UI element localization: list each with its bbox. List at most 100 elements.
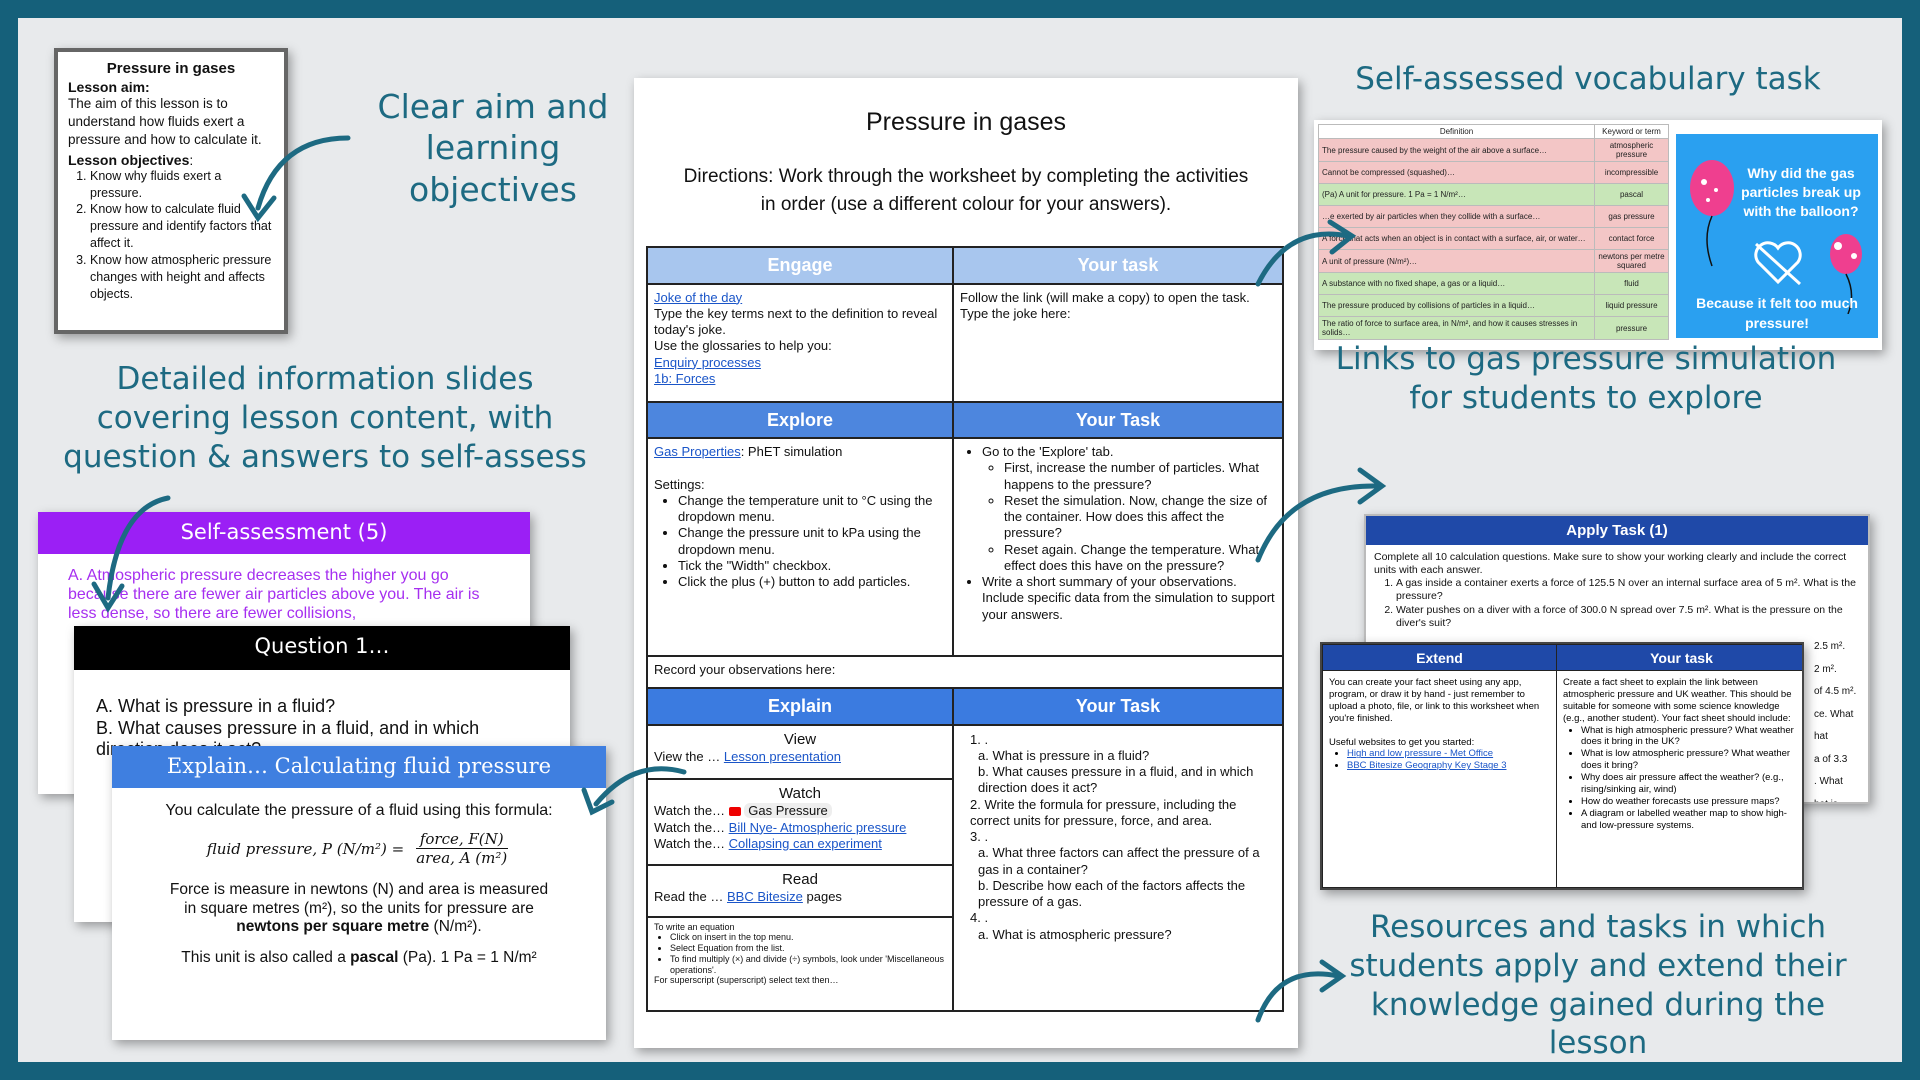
explore-task-item: Go to the 'Explore' tab. — [982, 444, 1276, 460]
explain-task-line: a. What is pressure in a fluid? — [978, 747, 1150, 763]
vocab-row: (Pa) A unit for pressure. 1 Pa = 1 N/m²…… — [1318, 183, 1669, 206]
vocab-term[interactable]: gas pressure — [1594, 205, 1669, 228]
arrow-vocab — [1255, 219, 1357, 287]
vocab-term[interactable]: pascal — [1594, 183, 1669, 206]
engage-cell: Joke of the day Type the key terms next … — [646, 282, 954, 403]
equation-help: To write an equation Click on insert in … — [648, 918, 952, 991]
lesson-presentation-link[interactable]: Lesson presentation — [723, 749, 841, 765]
vocab-term[interactable]: liquid pressure — [1594, 294, 1669, 317]
joke-card: Why did the gas particles break up with … — [1676, 134, 1878, 338]
explain-task-header: Your Task — [952, 687, 1284, 726]
worksheet: Pressure in gases Directions: Work throu… — [634, 78, 1298, 1048]
vocab-definition: …e exerted by air particles when they co… — [1318, 205, 1595, 228]
explain-header: Explain — [646, 687, 954, 726]
joke-link[interactable]: Joke of the day — [654, 289, 743, 305]
explain-task-cell: 1. . a. What is pressure in a fluid? b. … — [952, 723, 1284, 1012]
record-observations[interactable]: Record your observations here: — [646, 655, 1284, 689]
formula-denominator: area, A (m²) — [416, 849, 508, 867]
bbc-geography-link[interactable]: BBC Bitesize Geography Key Stage 3 — [1347, 760, 1507, 772]
objectives-list: Know why fluids exert a pressure. Know h… — [68, 168, 274, 303]
caption-vocab: Self-assessed vocabulary task — [1355, 61, 1821, 97]
vocab-term[interactable]: pressure — [1594, 316, 1669, 340]
objective-item: Know why fluids exert a pressure. — [90, 168, 274, 202]
enquiry-link[interactable]: Enquiry processes — [654, 354, 761, 370]
vocab-row: The pressure caused by the weight of the… — [1318, 138, 1669, 162]
question-item: A. What is pressure in a fluid? — [96, 696, 336, 716]
bbc-bitesize-link[interactable]: BBC Bitesize — [727, 889, 803, 905]
arrow-info — [91, 495, 171, 613]
collapsing-can-link[interactable]: Collapsing can experiment — [728, 835, 882, 851]
explain-slide: Explain… Calculating fluid pressure You … — [112, 746, 606, 1040]
watch-heading: Watch — [779, 784, 821, 802]
arrow-aim — [241, 135, 351, 223]
broken-heart-icon — [1754, 241, 1802, 286]
vocab-definition: A substance with no fixed shape, a gas o… — [1318, 272, 1595, 295]
youtube-icon — [728, 807, 741, 817]
vocab-term[interactable]: incompressible — [1594, 161, 1669, 184]
balloon-icon — [1690, 160, 1734, 267]
objective-item: Know how atmospheric pressure changes wi… — [90, 252, 274, 303]
explain-cell: View View the … Lesson presentation Watc… — [646, 723, 954, 1012]
explore-subtask: Reset the simulation. Now, change the si… — [1004, 493, 1276, 542]
engage-task-header: Your task — [952, 246, 1284, 285]
vocab-definition: (Pa) A unit for pressure. 1 Pa = 1 N/m²… — [1318, 183, 1595, 206]
explain-slide-title: Explain… Calculating fluid pressure — [112, 746, 606, 788]
extend-left-cell: You can create your fact sheet using any… — [1322, 670, 1557, 888]
worksheet-table: Engage Your task Joke of the day Type th… — [646, 246, 1284, 1012]
gas-pressure-chip[interactable]: Gas Pressure — [744, 803, 832, 819]
vocab-row: A substance with no fixed shape, a gas o… — [1318, 272, 1669, 295]
joke-question: Why did the gas particles break up with … — [1741, 165, 1861, 219]
joke-answer: Because it felt too much pressure! — [1696, 295, 1858, 331]
explore-header: Explore — [646, 400, 954, 439]
explore-subtask: Reset again. Change the temperature. Wha… — [1004, 542, 1276, 575]
explore-task-cell: Go to the 'Explore' tab. First, increase… — [952, 437, 1284, 657]
explore-subtask: First, increase the number of particles.… — [1004, 460, 1276, 493]
vocab-definition: The pressure caused by the weight of the… — [1318, 138, 1595, 162]
arrow-explain — [581, 766, 687, 816]
vocab-row: The pressure produced by collisions of p… — [1318, 294, 1669, 317]
formula-left: fluid pressure, P (N/m²) = — [206, 839, 405, 858]
extend-right-cell: Create a fact sheet to explain the link … — [1556, 670, 1802, 888]
glossary-text: Use the glossaries to help you: — [654, 338, 832, 354]
apply-task-title: Apply Task (1) — [1366, 516, 1868, 545]
gas-properties-link[interactable]: Gas Properties — [654, 444, 741, 459]
extend-task-header: Your task — [1556, 644, 1802, 671]
explain-task-line: b. Describe how each of the factors affe… — [978, 877, 1246, 909]
aim-label: Lesson aim: — [68, 79, 150, 95]
extend-header: Extend — [1322, 644, 1557, 671]
vocab-row: A unit of pressure (N/m²)…newtons per me… — [1318, 249, 1669, 273]
aim-text: The aim of this lesson is to understand … — [68, 96, 262, 148]
met-office-link[interactable]: High and low pressure - Met Office — [1347, 748, 1494, 760]
arrow-resources — [1255, 959, 1347, 1023]
explain-task-line: 3. . — [970, 829, 989, 844]
worksheet-directions: Directions: Work through the worksheet b… — [683, 166, 1249, 215]
engage-task-cell: Follow the link (will make a copy) to op… — [952, 282, 1284, 403]
settings-item: Tick the "Width" checkbox. — [678, 558, 946, 574]
collage-canvas: Pressure in gases Lesson aim: The aim of… — [18, 18, 1902, 1062]
settings-item: Change the temperature unit to °C using … — [678, 493, 946, 526]
forces-link[interactable]: 1b: Forces — [654, 370, 716, 386]
bill-nye-link[interactable]: Bill Nye- Atmospheric pressure — [728, 819, 907, 835]
explain-paragraph-2: This unit is also called a pascal (Pa). … — [181, 948, 537, 966]
vocab-term[interactable]: newtons per metre squared — [1594, 249, 1669, 273]
explain-task-line: 4. . — [970, 910, 989, 926]
vocab-definition: A unit of pressure (N/m²)… — [1318, 249, 1595, 273]
explain-task-line: 2. Write the formula for pressure, inclu… — [970, 796, 1237, 828]
formula: fluid pressure, P (N/m²) = force, F(N) a… — [112, 830, 606, 867]
engage-header: Engage — [646, 246, 954, 285]
worksheet-title: Pressure in gases — [865, 108, 1067, 136]
vocab-term[interactable]: atmospheric pressure — [1594, 138, 1669, 162]
engage-text: Type the key terms next to the definitio… — [654, 305, 938, 337]
vocab-term[interactable]: fluid — [1594, 272, 1669, 295]
vocab-row: …e exerted by air particles when they co… — [1318, 205, 1669, 228]
read-heading: Read — [782, 870, 818, 888]
explain-paragraph-1: Force is measure in newtons (N) and area… — [169, 881, 549, 936]
vocab-term[interactable]: contact force — [1594, 227, 1669, 250]
arrow-sim — [1255, 467, 1387, 563]
vocab-definition: Cannot be compressed (squashed)… — [1318, 161, 1595, 184]
